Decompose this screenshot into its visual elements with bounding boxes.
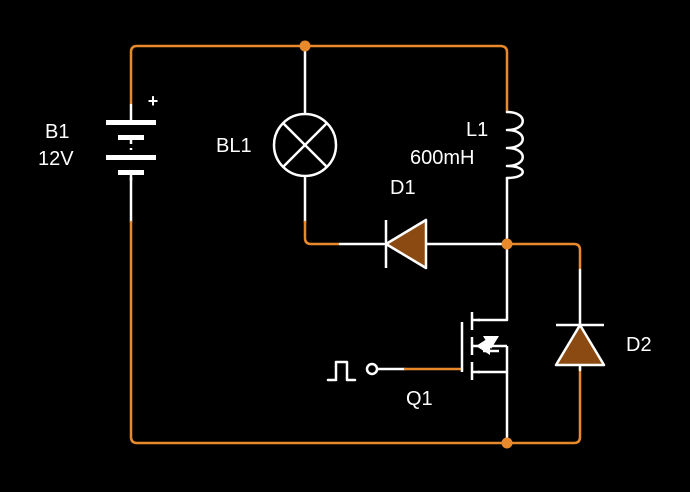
lamp-ref-label: BL1 xyxy=(216,135,252,157)
lamp-bl1: BL1 xyxy=(216,112,338,178)
diode-d2-ref-label: D2 xyxy=(626,334,652,356)
diode-d1-body xyxy=(384,218,428,270)
battery-plate-long-1 xyxy=(106,120,156,125)
wire-bottom-rail xyxy=(129,220,582,445)
mosfet-q1: Q1 xyxy=(406,312,509,410)
battery-plate-short-1 xyxy=(118,135,144,140)
inductor-ref-label: L1 xyxy=(466,119,488,141)
inductor-coil xyxy=(505,110,524,180)
battery-plate-short-2 xyxy=(118,170,144,175)
wires xyxy=(129,44,582,445)
wire-top-rail xyxy=(129,44,509,114)
battery-value-label: 12V xyxy=(38,148,74,170)
wire-mosfet-drain xyxy=(476,242,509,322)
mosfet-ref-label: Q1 xyxy=(406,388,433,410)
wire-mosfet-source xyxy=(476,370,509,445)
inductor-value-label: 600mH xyxy=(410,147,474,169)
diode-d1-ref-label: D1 xyxy=(390,177,416,199)
lamp-cross-2 xyxy=(282,122,328,168)
mosfet-body-diode xyxy=(483,336,499,349)
lamp-circle xyxy=(272,112,338,178)
junction-middle xyxy=(501,238,513,250)
battery-plus-sign: + xyxy=(148,91,159,111)
gate-input-terminal xyxy=(365,362,379,376)
junction-bottom xyxy=(501,437,513,449)
wire-node-to-d2 xyxy=(505,242,582,272)
battery-b1: + B1 12V xyxy=(38,91,159,182)
diode-d2-body xyxy=(554,323,606,367)
diode-d2: D2 xyxy=(554,323,652,367)
diode-d1: D1 xyxy=(384,177,428,270)
pulse-waveform xyxy=(326,360,357,382)
wire-lamp-to-d1 xyxy=(303,220,342,246)
battery-ref-label: B1 xyxy=(45,121,69,143)
inductor-l1: L1 600mH xyxy=(410,110,524,180)
junction-top xyxy=(299,40,311,52)
battery-plate-long-2 xyxy=(106,155,156,160)
square-pulse-icon xyxy=(326,360,379,382)
